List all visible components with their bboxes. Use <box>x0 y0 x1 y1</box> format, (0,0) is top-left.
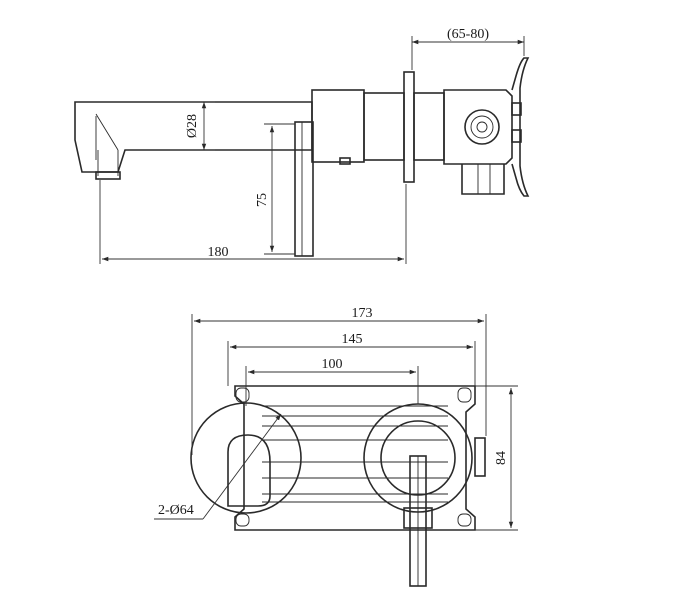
label-center-distance: 100 <box>322 357 343 372</box>
dimension-plate-hole-width: 145 <box>227 332 476 386</box>
dimension-center-distance: 100 <box>245 357 419 406</box>
dimension-lever-height: 75 <box>255 123 295 255</box>
mixer-body <box>311 71 445 183</box>
label-cover-diameter: 2-Ø64 <box>158 503 194 518</box>
back-plate <box>234 385 486 531</box>
label-plate-overall-width: 173 <box>352 306 373 321</box>
dimension-plate-overall-width: 173 <box>191 306 487 455</box>
label-plate-hole-width: 145 <box>342 332 363 347</box>
lever-cover-plate <box>363 403 473 587</box>
dimension-spout-length: 180 <box>99 180 407 264</box>
label-wall-thickness: (65-80) <box>447 27 489 42</box>
dimension-wall-thickness: (65-80) <box>411 27 525 70</box>
lever-handle <box>294 121 314 257</box>
dimension-cover-diameter: 2-Ø64 <box>154 413 282 520</box>
label-spout-length: 180 <box>208 245 229 260</box>
valve-housing <box>443 57 530 197</box>
label-lever-height: 75 <box>255 193 270 207</box>
side-view: (65-80) Ø28 75 180 <box>74 27 530 264</box>
dimension-spout-diameter: Ø28 <box>170 101 215 151</box>
front-view: 173 145 100 84 2-Ø64 <box>154 306 518 587</box>
dimension-plate-height: 84 <box>475 385 518 531</box>
label-plate-height: 84 <box>494 451 509 465</box>
spout-cover-plate <box>190 402 302 514</box>
label-spout-diameter: Ø28 <box>185 114 200 138</box>
spout <box>74 101 313 180</box>
